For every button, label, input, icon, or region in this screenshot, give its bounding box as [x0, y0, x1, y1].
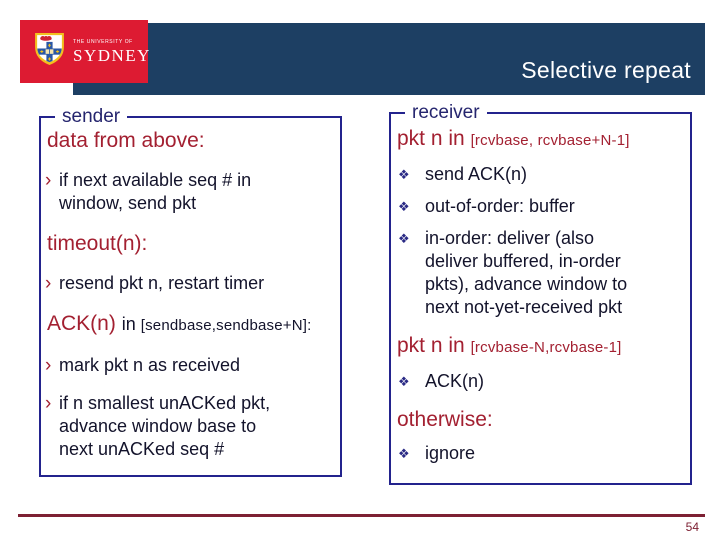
event-heading: pkt n in [rcvbase, rcvbase+N-1]	[397, 127, 630, 150]
chevron-bullet-icon: ›	[45, 273, 52, 294]
diamond-bullet-icon: ❖	[398, 167, 410, 182]
list-item: ❖ send ACK(n)	[395, 163, 684, 186]
list-item: ❖ ACK(n)	[395, 370, 684, 393]
university-logo: THE UNIVERSITY OF SYDNEY	[20, 20, 151, 83]
title-banner: Selective repeat	[73, 23, 705, 95]
slide-title: Selective repeat	[521, 57, 691, 83]
list-item: › resend pkt n, restart timer	[45, 273, 265, 294]
diamond-bullet-icon: ❖	[398, 199, 410, 214]
sequence-range: [rcvbase, rcvbase+N-1]	[470, 132, 630, 149]
list-item: ❖ ignore	[395, 442, 684, 465]
sequence-range: [rcvbase-N,rcvbase-1]	[470, 339, 622, 356]
event-heading: ACK(n) in [sendbase,sendbase+N]:	[47, 312, 312, 335]
sender-box: sender data from above: › if next availa…	[39, 106, 342, 477]
list-item: › if next available seq # in window, sen…	[45, 170, 252, 213]
diamond-bullet-icon: ❖	[398, 446, 410, 461]
list-item: › if n smallest unACKed pkt, advance win…	[45, 393, 271, 459]
diamond-bullet-icon: ❖	[398, 231, 410, 246]
chevron-bullet-icon: ›	[45, 355, 52, 376]
event-heading: pkt n in [rcvbase-N,rcvbase-1]	[397, 334, 622, 357]
list-item: ❖ out-of-order: buffer	[395, 195, 684, 218]
diamond-bullet-icon: ❖	[398, 374, 410, 389]
sender-box-legend: sender	[62, 106, 121, 127]
list-item: ❖ in-order: deliver (also deliver buffer…	[395, 227, 684, 319]
event-heading: data from above:	[47, 129, 205, 152]
event-heading: otherwise:	[397, 408, 493, 431]
university-crest-icon	[34, 32, 65, 71]
receiver-box-legend: receiver	[412, 102, 480, 123]
event-heading: timeout(n):	[47, 232, 148, 255]
chevron-bullet-icon: ›	[45, 393, 52, 414]
chevron-bullet-icon: ›	[45, 170, 52, 191]
university-name-large: SYDNEY	[73, 45, 151, 65]
receiver-box: receiver pkt n in [rcvbase, rcvbase+N-1]…	[389, 102, 692, 485]
footer-rule	[18, 514, 705, 517]
sequence-range: [sendbase,sendbase+N]:	[140, 317, 312, 334]
page-number: 54	[685, 520, 699, 534]
university-name-small: THE UNIVERSITY OF	[73, 38, 133, 45]
list-item: › mark pkt n as received	[45, 355, 241, 376]
